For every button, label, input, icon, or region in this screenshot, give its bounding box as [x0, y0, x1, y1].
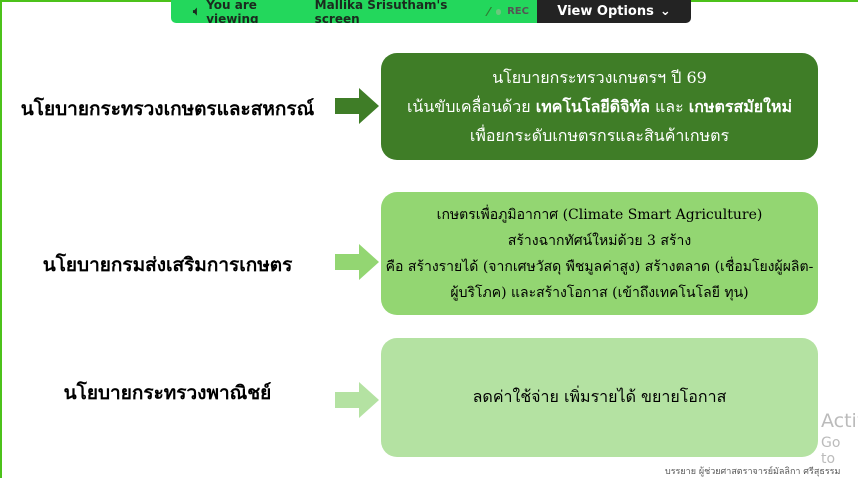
rec-dot-icon [495, 8, 502, 15]
policy-highlight: เทคโนโลยีดิจิทัล [535, 97, 650, 116]
policy-line: เน้นขับเคลื่อนด้วย เทคโนโลยีดิจิทัล และ … [407, 92, 792, 121]
view-options-label: View Options [557, 4, 654, 19]
policy-line: นโยบายกระทรวงเกษตรฯ ปี 69 [492, 68, 707, 87]
policy-box-doae: เกษตรเพื่อภูมิอากาศ (Climate Smart Agric… [381, 192, 818, 315]
arrow-right-icon [335, 244, 379, 280]
activate-windows-subtext: Go to [821, 435, 841, 467]
viewing-indicator: 🔈︎ You are viewing Mallika Srisutham's s… [171, 0, 537, 23]
policy-text: เน้นขับเคลื่อนด้วย [406, 97, 536, 116]
row-label-ministry-commerce: นโยบายกระทรวงพาณิชย์ [63, 382, 272, 404]
policy-line: เกษตรเพื่อภูมิอากาศ (Climate Smart Agric… [436, 206, 763, 223]
arrow-right-icon [335, 382, 379, 418]
mic-muted-icon: ⁄ [487, 4, 490, 19]
speaker-icon: 🔈︎ [193, 4, 201, 18]
row-label-doae: นโยบายกรมส่งเสริมการเกษตร [42, 254, 293, 276]
lecturer-credit: บรรยาย ผู้ช่วยศาสตราจารย์มัลลิกา ศรีสุธร… [665, 467, 841, 477]
policy-text: และ [649, 97, 689, 116]
policy-line: คือ สร้างรายได้ (จากเศษวัสดุ พืชมูลค่าสู… [385, 258, 814, 275]
presenter-name: Mallika Srisutham's screen [314, 0, 448, 23]
policy-line: เพื่อยกระดับเกษตรกรและสินค้าเกษตร [469, 126, 730, 145]
policy-box-ministry-commerce: ลดค่าใช้จ่าย เพิ่มรายได้ ขยายโอกาส [381, 338, 818, 457]
policy-box-ministry-agriculture: นโยบายกระทรวงเกษตรฯ ปี 69 เน้นขับเคลื่อน… [381, 53, 818, 160]
activate-windows-watermark: Activ [821, 410, 858, 432]
policy-highlight: เกษตรสมัยใหม่ [688, 97, 793, 116]
view-options-button[interactable]: View Options ⌄ [537, 0, 691, 23]
policy-line: ผู้บริโภค) และสร้างโอกาส (เข้าถึงเทคโนโล… [450, 284, 749, 301]
chevron-down-icon: ⌄ [659, 4, 671, 19]
row-label-ministry-agriculture: นโยบายกระทรวงเกษตรและสหกรณ์ [20, 98, 315, 120]
viewing-label: You are viewing [206, 0, 259, 23]
policy-line: สร้างฉากทัศน์ใหม่ด้วย 3 สร้าง [507, 232, 692, 249]
zoom-viewing-bar: 🔈︎ You are viewing Mallika Srisutham's s… [171, 0, 691, 23]
policy-line: ลดค่าใช้จ่าย เพิ่มรายได้ ขยายโอกาส [472, 387, 727, 406]
arrow-right-icon [335, 88, 379, 124]
rec-label: REC [507, 6, 529, 17]
